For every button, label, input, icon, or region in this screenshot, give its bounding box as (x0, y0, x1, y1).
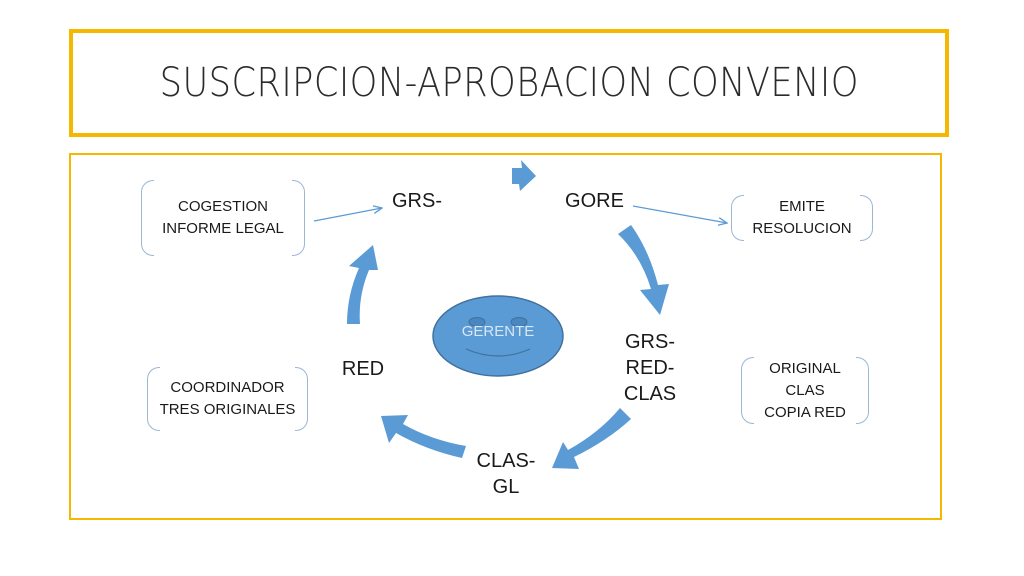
note-original: ORIGINAL CLAS COPIA RED (741, 357, 869, 424)
node-grs-label: GRS- (392, 190, 442, 212)
note-coordinador-line: TRES ORIGINALES (159, 401, 296, 418)
arrow-red-to-grs (347, 245, 378, 324)
page-title: SUSCRIPCION-APROBACION CONVENIO (159, 60, 859, 106)
arrow-clas-gl-to-red (381, 415, 466, 458)
note-original-line: CLAS (785, 381, 825, 399)
note-coordinador: COORDINADOR TRES ORIGINALES (147, 367, 308, 431)
arrow-gore-to-grs-red-clas (618, 225, 669, 315)
diagram-frame (69, 153, 942, 520)
note-emite-line: RESOLUCION (752, 220, 852, 237)
node-clas-gl-line: GL (492, 476, 520, 498)
node-grs-red-clas: GRS- RED- CLAS (610, 329, 690, 407)
node-grs: GRS- (382, 188, 452, 214)
note-cogestion-line: COGESTION (177, 198, 268, 215)
arrow-grs-red-clas-to-clas-gl (552, 408, 631, 469)
connector-cogestion-to-grs (313, 208, 382, 222)
gerente-label: GERENTE (461, 323, 535, 340)
connector-gore-to-emite (632, 205, 727, 223)
gerente-face (432, 295, 564, 377)
note-original-line: ORIGINAL (769, 359, 841, 377)
node-grs-red-clas-line: GRS- (625, 331, 675, 353)
node-clas-gl-line: CLAS- (476, 450, 536, 472)
note-emite-line: EMITE (779, 198, 825, 215)
node-gore: GORE (557, 188, 632, 214)
arrow-grs-to-gore (512, 160, 536, 191)
node-clas-gl: CLAS- GL (466, 448, 546, 500)
node-red-label: RED (341, 358, 385, 380)
note-cogestion: COGESTION INFORME LEGAL (141, 180, 305, 256)
note-original-line: COPIA RED (764, 403, 846, 421)
title-frame: SUSCRIPCION-APROBACION CONVENIO (69, 29, 949, 137)
note-emite: EMITE RESOLUCION (731, 195, 873, 241)
node-grs-red-clas-line: RED- (625, 357, 675, 379)
node-grs-red-clas-line: CLAS (623, 383, 677, 405)
node-gore-label: GORE (565, 190, 624, 212)
note-cogestion-line: INFORME LEGAL (162, 220, 284, 237)
note-coordinador-line: COORDINADOR (170, 379, 285, 396)
node-red: RED (328, 356, 398, 382)
